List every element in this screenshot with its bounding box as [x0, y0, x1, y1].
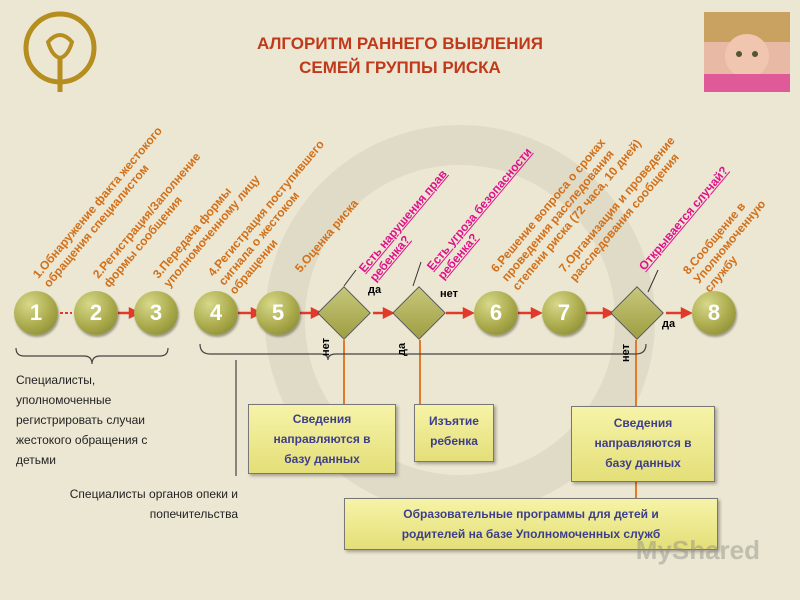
step-node-6[interactable]: 6: [474, 291, 518, 335]
title-line-1: АЛГОРИТМ РАННЕГО ВЫВЛЕНИЯ: [256, 34, 543, 53]
watermark: MyShared: [635, 535, 760, 565]
logo-icon: [23, 11, 97, 92]
child-photo: [704, 12, 790, 92]
step-node-5[interactable]: 5: [256, 291, 300, 335]
decision-1-yes-label: да: [368, 284, 382, 296]
step-node-1[interactable]: 1: [14, 291, 58, 335]
step-node-7[interactable]: 7: [542, 291, 586, 335]
page-title: АЛГОРИТМ РАННЕГО ВЫВЛЕНИЯ СЕМЕЙ ГРУППЫ Р…: [180, 32, 620, 80]
title-line-2: СЕМЕЙ ГРУППЫ РИСКА: [299, 58, 501, 77]
step-node-2[interactable]: 2: [74, 291, 118, 335]
decision-3-yes-label: да: [662, 318, 676, 330]
step-node-8[interactable]: 8: [692, 291, 736, 335]
decision-2-no-label: нет: [440, 288, 459, 300]
decision-1-no-label: нет: [320, 337, 332, 356]
step-node-4[interactable]: 4: [194, 291, 238, 335]
decision-2-yes-label: да: [396, 342, 408, 356]
decision-3-no-label: нет: [620, 343, 632, 362]
step-node-3[interactable]: 3: [134, 291, 178, 335]
specialists-note: Специалисты,уполномоченные регистрироват…: [16, 373, 148, 467]
